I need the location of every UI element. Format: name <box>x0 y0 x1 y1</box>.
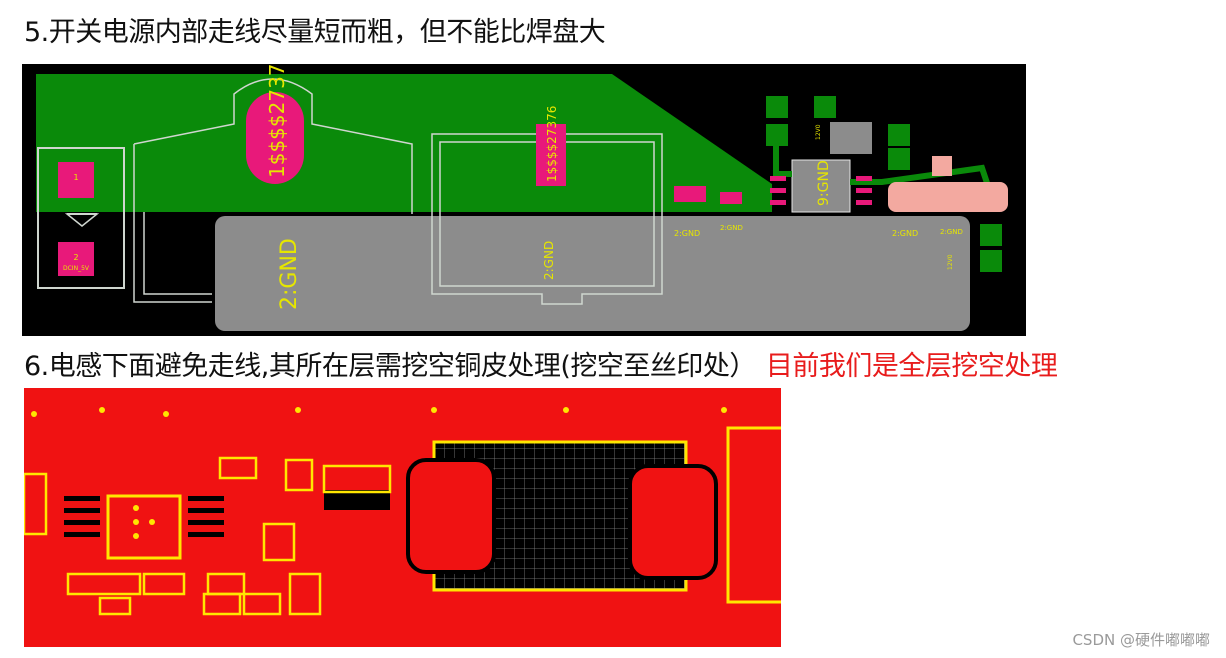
label-small-gnd-4: 2:GND <box>940 228 963 236</box>
label-part-2: 1$$$$27376 <box>545 106 559 182</box>
connector-outline <box>726 426 781 604</box>
heading-rule-6-note: 目前我们是全层挖空处理 <box>765 351 1058 382</box>
pad-2 <box>58 242 94 276</box>
pcb-layout-image-top: 1 2 DCIN_5V 1$$$$27376 1$$$$27376 2:GND … <box>22 64 1026 336</box>
pad-1 <box>58 162 94 198</box>
pink-pad-top <box>932 156 952 176</box>
watermark: CSDN @硬件嘟嘟嘟 <box>1072 631 1210 649</box>
label-small-gnd-2: 2:GND <box>720 224 743 232</box>
green-trace-1 <box>773 146 792 177</box>
pcb-bottom-drawing <box>24 407 781 616</box>
pcb-layout-image-bottom <box>24 388 781 647</box>
pcb-top-drawing: 1 2 DCIN_5V 1$$$$27376 1$$$$27376 2:GND … <box>36 64 1008 331</box>
ic-heat-pad <box>830 122 872 154</box>
label-pad-2: 2 <box>73 253 78 262</box>
heading-rule-6: 6.电感下面避免走线,其所在层需挖空铜皮处理(挖空至丝印处） 目前我们是全层挖空处… <box>24 344 1058 383</box>
label-small-gnd-1: 2:GND <box>674 229 700 238</box>
label-pad-1: 1 <box>73 173 78 182</box>
component-outlines <box>24 456 392 616</box>
inductor-pad-2 <box>536 124 566 186</box>
inductor-pad-left <box>406 458 496 574</box>
connector-outline <box>37 147 125 289</box>
diode-symbol <box>64 213 100 227</box>
inductor-pad-1 <box>246 92 304 184</box>
gnd-copper-pour <box>215 216 970 331</box>
label-small-gnd-3: 2:GND <box>892 229 918 238</box>
ic-pins <box>770 176 872 205</box>
label-tiny-2: 12V0 <box>947 254 954 270</box>
label-mid-gnd: 2:GND <box>542 241 556 280</box>
label-part-1: 1$$$$27376 <box>265 64 289 178</box>
smd-pad-b <box>720 192 742 204</box>
label-big-gnd: 2:GND <box>277 238 302 310</box>
pink-pad-region <box>888 182 1008 212</box>
vias <box>31 407 727 539</box>
inductor-pad-right <box>628 464 718 580</box>
heading-rule-5: 5.开关电源内部走线尽量短而粗，但不能比焊盘大 <box>24 17 606 48</box>
silkscreen-outlines <box>133 78 663 305</box>
smd-pad-a <box>674 186 706 202</box>
heading-rule-6-text: 6.电感下面避免走线,其所在层需挖空铜皮处理(挖空至丝印处） <box>24 351 756 382</box>
label-ic-gnd: 9:GND <box>816 160 832 206</box>
label-pad-2-net: DCIN_5V <box>63 265 90 272</box>
ic-pins <box>64 490 390 537</box>
label-tiny-1: 12V0 <box>815 124 822 140</box>
ic-pads <box>766 96 1002 272</box>
ic-outline <box>106 494 182 560</box>
ic-body <box>791 159 851 213</box>
